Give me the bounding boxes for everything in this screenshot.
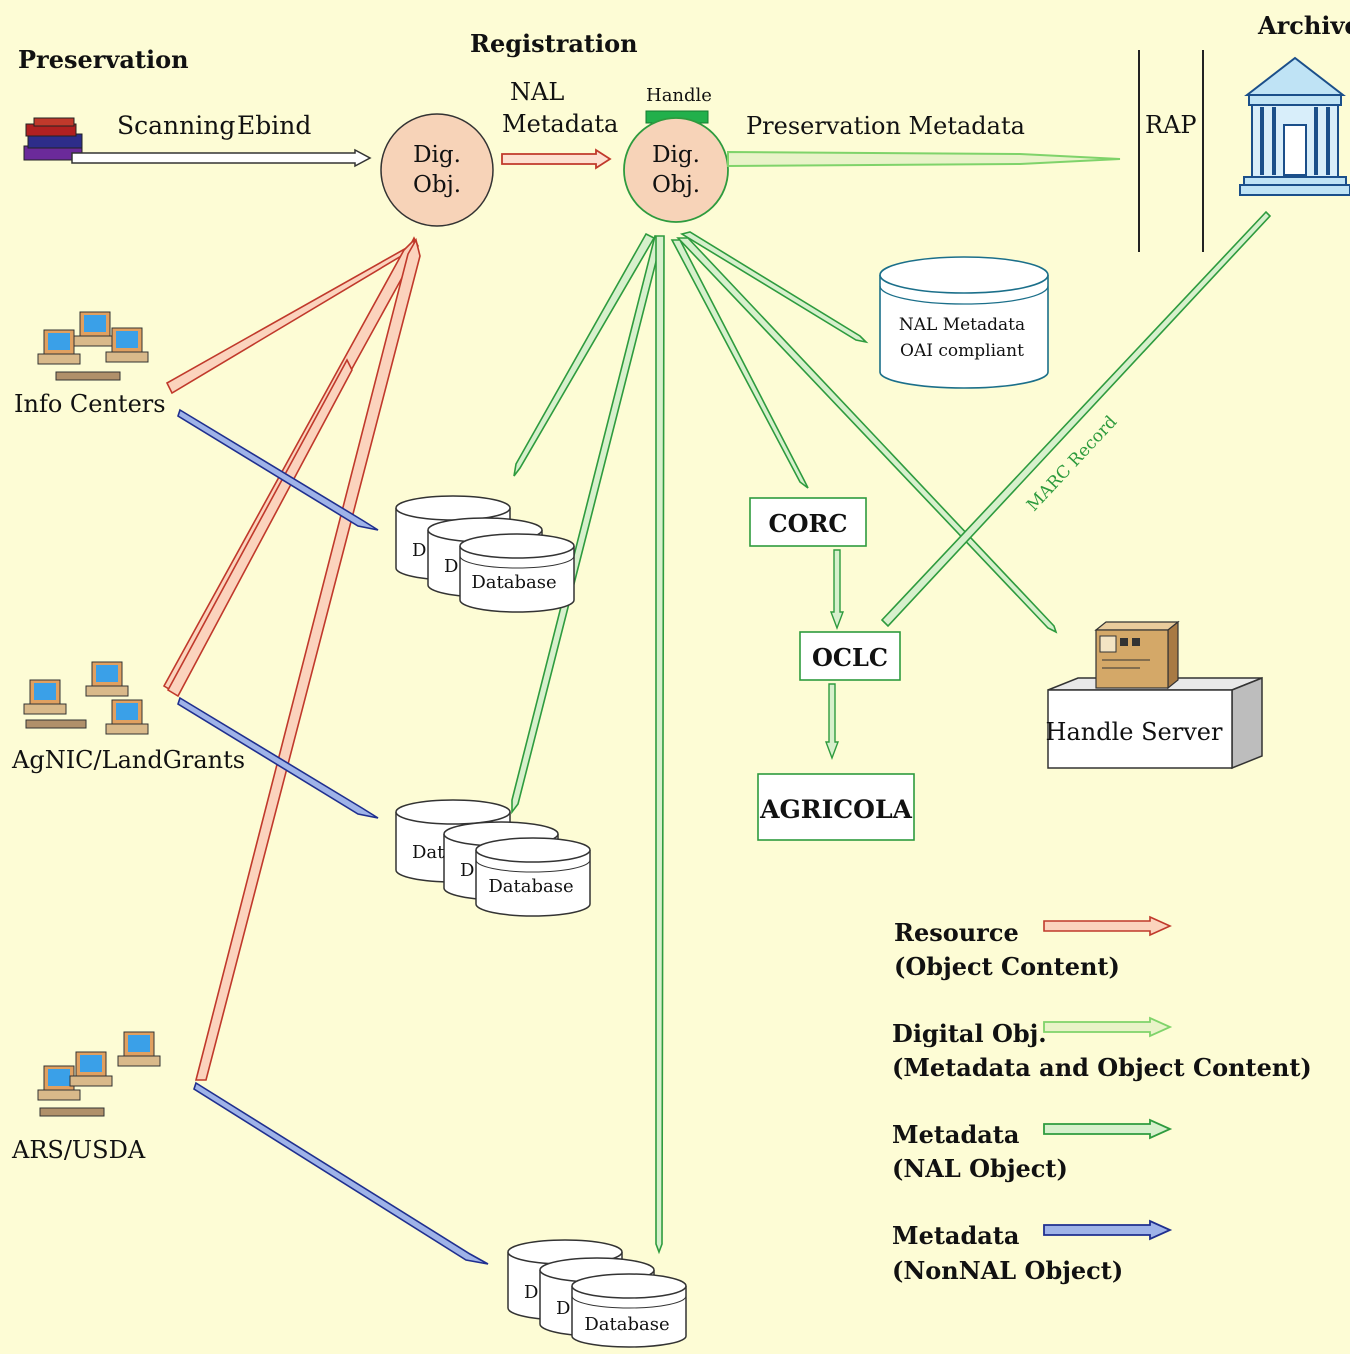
db1-back1: D <box>412 540 426 561</box>
db2-label: Database <box>488 876 573 897</box>
heading-registration: Registration <box>470 29 638 58</box>
corc-box <box>749 497 867 547</box>
legend-metadata-nal-arrow <box>1043 1118 1173 1140</box>
handle-label: Handle <box>646 85 712 106</box>
corc-label: CORC <box>768 509 847 538</box>
green-arrow-to-handle-server <box>676 237 1058 634</box>
agricola-label: AGRICOLA <box>759 795 912 824</box>
metadata-label: Metadata <box>502 110 618 138</box>
legend-resource-title: Resource <box>894 918 1019 947</box>
legend-resource-arrow <box>1043 915 1172 937</box>
nonnal-arrow-2 <box>177 696 379 819</box>
source-ars: ARS/USDA <box>11 1136 146 1164</box>
legend-digital-obj-arrow <box>1043 1016 1173 1038</box>
db2-back1: Dat <box>412 842 445 863</box>
preservation-metadata-label: Preservation Metadata <box>746 112 1025 140</box>
db1-back2: D <box>444 556 458 577</box>
heading-archive: Archive <box>1257 11 1350 40</box>
rap-label: RAP <box>1145 111 1197 139</box>
scanning-label: Scanning <box>117 111 235 140</box>
nonnal-metadata-arrows <box>177 408 489 1265</box>
db3-back1: D <box>524 1282 538 1303</box>
scanning-arrow <box>71 148 372 168</box>
db3-label: Database <box>584 1314 669 1335</box>
nal-metadata-database <box>879 256 1049 389</box>
legend: Resource (Object Content) Digital Obj. (… <box>892 915 1312 1285</box>
source-agnic: AgNIC/LandGrants <box>11 746 245 774</box>
legend-metadata-nonnal-subtitle: (NonNAL Object) <box>892 1256 1123 1285</box>
resource-arrow-agnic-b <box>166 358 353 698</box>
resource-arrow-ars <box>194 237 421 1081</box>
oclc-label: OCLC <box>812 643 888 672</box>
nal-metadata-arrow <box>501 148 612 170</box>
db3-back2: D <box>556 1298 570 1319</box>
legend-metadata-nal-title: Metadata <box>892 1120 1019 1149</box>
oclc-box <box>799 631 901 681</box>
server-computer-icon <box>1094 620 1180 690</box>
marc-record-arrow <box>880 210 1272 628</box>
legend-metadata-nonnal-title: Metadata <box>892 1221 1019 1250</box>
legend-digital-obj-subtitle: (Metadata and Object Content) <box>892 1053 1312 1082</box>
green-arrow-to-nal-db <box>679 231 869 344</box>
green-arrow-to-db1 <box>513 232 656 477</box>
corc-to-oclc-arrow <box>829 549 845 630</box>
source-info-centers: Info Centers <box>14 390 166 418</box>
green-arrow-to-corc <box>670 239 809 489</box>
computers-icon-agnic <box>23 661 149 735</box>
legend-metadata-nonnal-arrow <box>1043 1219 1173 1241</box>
heading-preservation: Preservation <box>18 45 189 74</box>
nal-label: NAL <box>510 78 564 106</box>
computers-icon-ars <box>37 1031 161 1117</box>
dig-obj-2-line1: Dig. <box>652 142 700 168</box>
nal-db-line1: NAL Metadata <box>899 315 1025 335</box>
green-arrow-to-db3 <box>655 235 665 1255</box>
books-icon <box>23 117 83 161</box>
nonnal-arrow-1 <box>177 408 379 531</box>
db1-label: Database <box>471 572 556 593</box>
agricola-box <box>757 773 915 841</box>
database-stack-3 <box>507 1239 687 1348</box>
oclc-to-agricola-arrow <box>824 683 840 760</box>
db2-back2: D <box>460 860 474 881</box>
nal-db-line2: OAI compliant <box>900 341 1024 361</box>
legend-digital-obj-title: Digital Obj. <box>892 1019 1047 1048</box>
nonnal-arrow-3 <box>193 1081 489 1265</box>
dig-obj-node-2 <box>623 117 729 223</box>
dig-obj-1-line1: Dig. <box>413 142 461 168</box>
archive-building-icon <box>1239 56 1350 196</box>
computers-icon-info-centers <box>37 311 149 381</box>
dig-obj-node-1 <box>380 113 494 227</box>
dig-obj-1-line2: Obj. <box>413 172 461 198</box>
handle-server-label: Handle Server <box>1046 718 1223 746</box>
legend-resource-subtitle: (Object Content) <box>894 952 1120 981</box>
database-stack-2 <box>395 799 591 917</box>
dig-obj-2-line2: Obj. <box>652 172 700 198</box>
nal-metadata-arrows <box>511 210 1272 1255</box>
legend-metadata-nal-subtitle: (NAL Object) <box>892 1154 1068 1183</box>
database-stack-1 <box>395 495 575 613</box>
preservation-metadata-arrow <box>727 150 1121 168</box>
ebind-label: Ebind <box>237 111 311 140</box>
resource-arrows <box>162 236 421 1081</box>
